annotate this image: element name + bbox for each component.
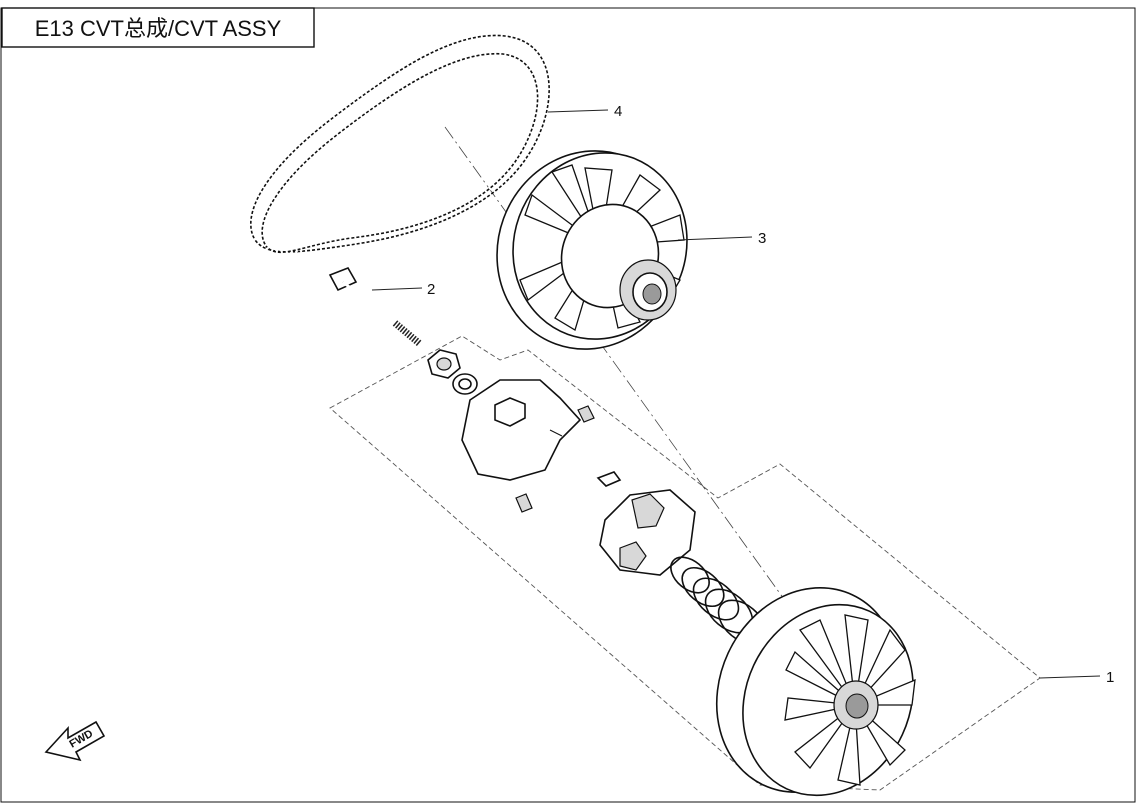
diagram-title: E13 CVT总成/CVT ASSY	[35, 16, 282, 41]
washer	[452, 373, 478, 395]
assembly-boundary-1	[329, 335, 1041, 791]
drive-belt	[248, 33, 552, 255]
cam-plate	[461, 379, 582, 481]
callout-4: 4	[547, 103, 622, 120]
callout-1: 1	[1039, 669, 1114, 686]
center-axis-line	[444, 126, 861, 706]
callout-number-4: 4	[614, 103, 622, 120]
callout-3: 3	[677, 230, 766, 247]
driven-clutch	[496, 150, 688, 350]
drawing-border	[0, 7, 1136, 803]
title-block: E13 CVT总成/CVT ASSY	[1, 7, 315, 48]
callout-number-1: 1	[1106, 669, 1114, 686]
slider-clip	[515, 405, 622, 513]
roller-weight-assembly	[599, 489, 696, 576]
callout-number-3: 3	[758, 230, 766, 247]
drive-clutch-sheave	[715, 587, 916, 797]
hex-nut	[427, 349, 461, 379]
callout-number-2: 2	[427, 281, 435, 298]
forward-direction-arrow: FWD	[44, 720, 106, 762]
callout-2: 2	[371, 281, 435, 298]
bolt	[328, 267, 423, 347]
